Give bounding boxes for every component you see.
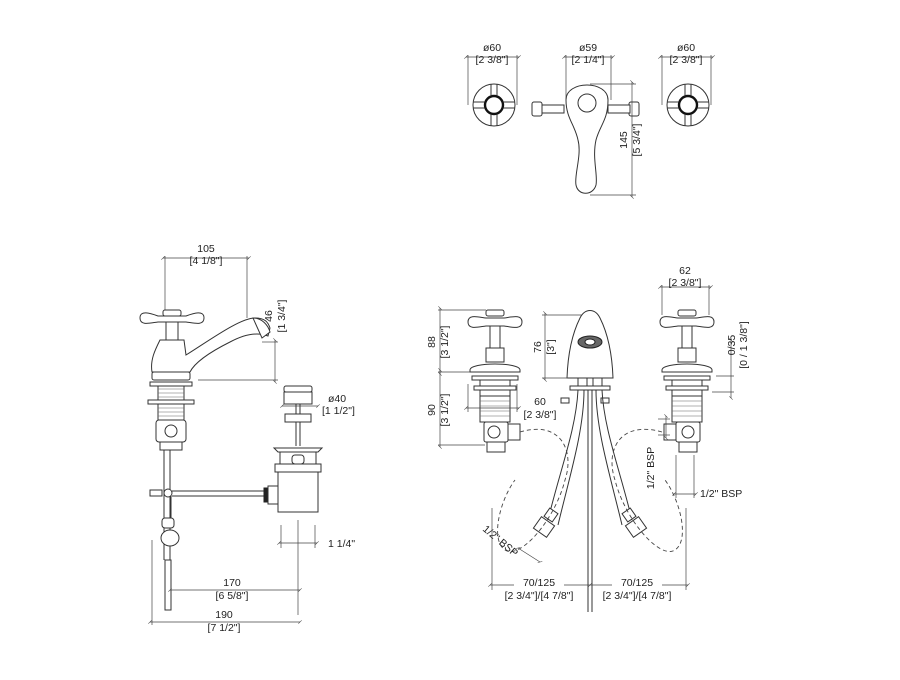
dim-rod-length-mm: 170 [223,577,241,589]
dim-waste-thread: 1 1/4" [328,538,355,550]
front-spout [532,310,648,612]
dim-spout-height-in: [3"] [545,339,557,354]
front-right-valve [659,309,715,453]
dim-handle-width-mm: 62 [679,265,691,277]
top-left-handle [472,83,516,127]
dim-spacing-left-mm: 70/125 [523,577,555,589]
dim-hose-thread-left: 1/2" BSP [480,523,520,559]
dim-spout-height-mm: 46 [263,310,275,322]
dim-spacing-right-in: [2 3/4"]/[4 7/8"] [603,590,672,602]
popup-rod [149,488,268,611]
side-view: 105 [4 1/8"] 46 [1 3/4"] ø40 [1 1/2"] 1 … [139,243,355,634]
dim-deck-thickness-mm: 0/35 [726,335,738,356]
dim-reach-in: [4 1/8"] [190,255,223,267]
hose-range-left [497,428,569,552]
dim-waste-dia-mm: ø40 [328,393,346,405]
dim-lever-dia-mm: ø59 [579,42,597,54]
hose-range-right [611,428,683,552]
dim-deck-thickness-in: [0 / 1 3/8"] [738,321,750,369]
dim-left-handle-in: [2 3/8"] [476,54,509,66]
dim-inlet-thread-vertical: 1/2" BSP [645,447,657,489]
pillar-tap [139,309,271,560]
top-center-lever [531,84,640,194]
dim-flange-dia-mm: 60 [534,396,546,408]
pop-up-waste [263,385,324,513]
dim-flange-dia-in: [2 3/8"] [524,409,557,421]
dim-lever-dia-in: [2 1/4"] [572,54,605,66]
dim-right-handle-in: [2 3/8"] [670,54,703,66]
front-view: 88 [3 1/2"] 90 [3 1/2"] 76 [3"] 60 [2 3/… [426,265,750,612]
top-right-handle [666,83,710,127]
dim-total-length-mm: 190 [215,609,233,621]
dim-waste-dia-in: [1 1/2"] [322,405,355,417]
dim-total-length-in: [7 1/2"] [208,622,241,634]
top-left-dim: ø60 [2 3/8"] [464,42,521,105]
dim-spacing-right-mm: 70/125 [621,577,653,589]
dim-handle-height-in: [3 1/2"] [439,325,451,358]
dim-right-handle-mm: ø60 [677,42,695,54]
dim-spout-height-in: [1 3/4"] [276,299,288,332]
dim-handle-height-mm: 88 [426,336,438,348]
top-right-dim: ø60 [2 3/8"] [658,42,715,105]
front-left-valve [467,309,523,453]
side-dims: 105 [4 1/8"] 46 [1 3/4"] ø40 [1 1/2"] 1 … [148,243,355,634]
top-center-dim: ø59 [2 1/4"] 145 [5 3/4"] [562,42,643,199]
dim-handle-width-in: [2 3/8"] [669,277,702,289]
dim-reach-mm: 105 [197,243,215,255]
dim-shank-length-in: [3 1/2"] [439,393,451,426]
dim-rod-length-in: [6 5/8"] [216,590,249,602]
dim-lever-length-mm: 145 [618,131,630,149]
dim-spout-height-mm: 76 [532,341,544,353]
dim-left-handle-mm: ø60 [483,42,501,54]
dim-shank-length-mm: 90 [426,404,438,416]
dim-spacing-left-in: [2 3/4"]/[4 7/8"] [505,590,574,602]
top-view: ø60 [2 3/8"] ø59 [2 1/4"] 145 [5 3/4"] [464,42,715,199]
dim-lever-length-in: [5 3/4"] [631,123,643,156]
dim-inlet-thread-right: 1/2" BSP [700,488,742,500]
